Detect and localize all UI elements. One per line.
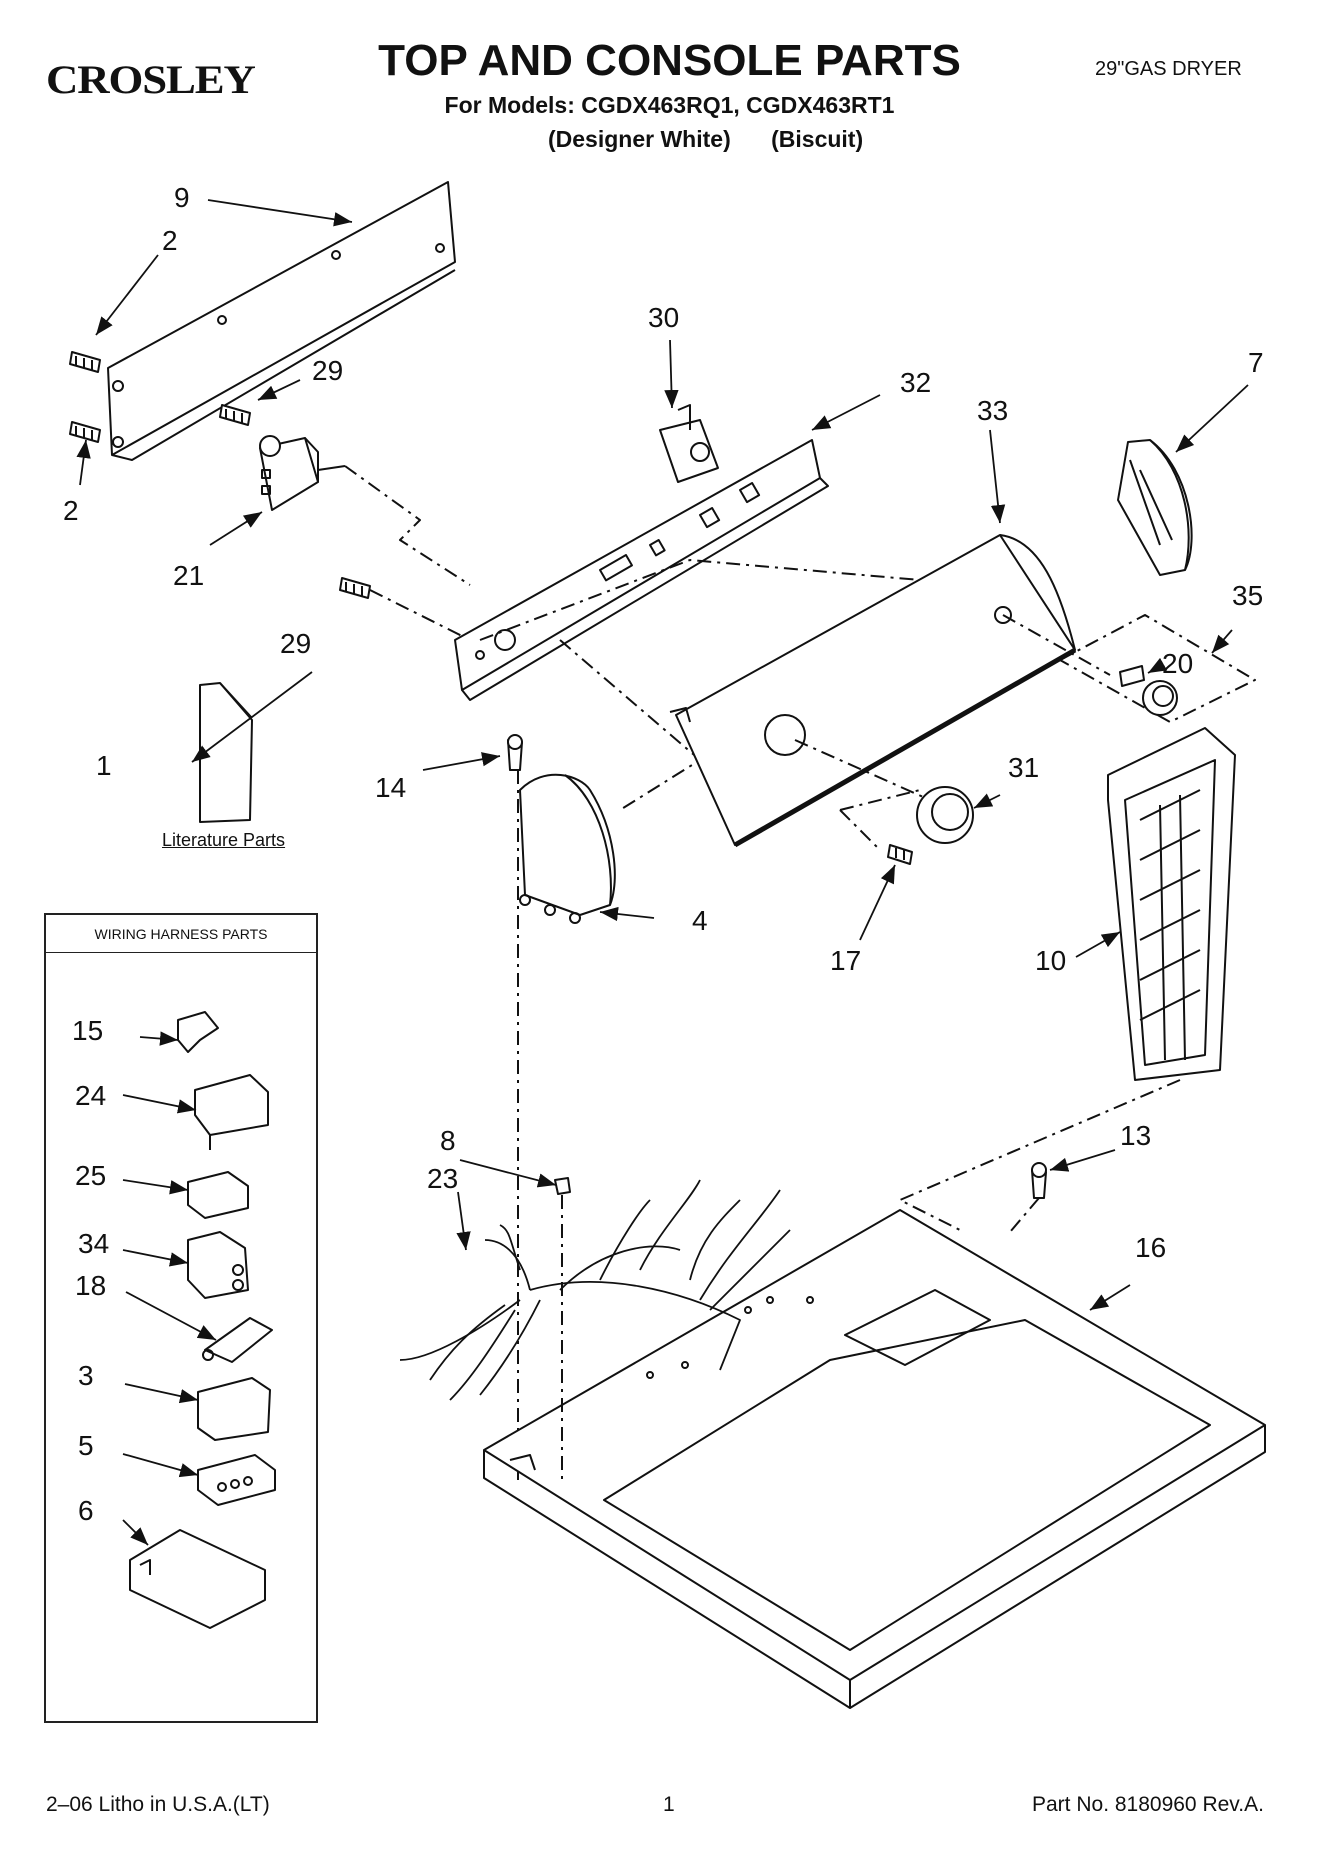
callout-29-lower: 29	[280, 628, 312, 659]
wiring-harness	[399, 1179, 791, 1401]
timer-switch	[259, 435, 346, 511]
lint-screen	[1107, 727, 1236, 1081]
variant-designer-white: (Designer White)	[548, 126, 731, 152]
leader-21	[344, 465, 471, 586]
harness-clip	[554, 1177, 571, 1195]
callout-32: 32	[900, 367, 932, 398]
callout-4: 4	[692, 905, 708, 936]
color-variants: (Designer White) (Biscuit)	[548, 126, 897, 153]
screw-14	[507, 734, 523, 771]
callout-14: 14	[375, 772, 407, 803]
screw-2-bottom	[69, 421, 101, 443]
end-cap-right	[1117, 439, 1193, 576]
push-to-start-switch	[659, 404, 719, 483]
callout-2-bottom: 2	[63, 495, 79, 526]
part-18-terminal	[202, 1317, 273, 1363]
part-34-connector	[187, 1231, 249, 1299]
part-number: Part No. 8180960 Rev.A.	[1032, 1793, 1264, 1816]
end-cap-left	[519, 773, 616, 924]
callout-30: 30	[648, 302, 680, 333]
model-line: For Models: CGDX463RQ1, CGDX463RT1	[444, 92, 895, 118]
callout-16: 16	[1135, 1232, 1167, 1263]
literature-parts-label: Literature Parts	[162, 830, 286, 850]
knob-35	[1142, 680, 1178, 716]
brand-logo: CROSLEY	[46, 57, 256, 102]
console-panel	[669, 534, 1077, 848]
callout-25: 25	[75, 1160, 107, 1191]
screw-13	[1031, 1162, 1047, 1199]
callout-35: 35	[1232, 580, 1264, 611]
screw-29-upper	[219, 404, 251, 426]
callout-1: 1	[96, 750, 112, 781]
callout-7: 7	[1248, 347, 1264, 378]
wiring-harness-box-title: WIRING HARNESS PARTS	[46, 915, 316, 953]
callout-8: 8	[440, 1125, 456, 1156]
callout-18: 18	[75, 1270, 107, 1301]
callout-6: 6	[78, 1495, 94, 1526]
part-25-connector	[187, 1171, 249, 1219]
dryer-top-panel	[483, 1209, 1266, 1709]
litho-note: 2–06 Litho in U.S.A.(LT)	[46, 1793, 270, 1816]
screw-17	[887, 844, 913, 865]
callout-15: 15	[72, 1015, 104, 1046]
page-number: 1	[663, 1793, 675, 1816]
callout-3: 3	[78, 1360, 94, 1391]
part-3-connector	[197, 1377, 271, 1441]
variant-biscuit: (Biscuit)	[771, 126, 864, 152]
callout-9: 9	[174, 182, 190, 213]
screw-29-lower	[339, 577, 371, 599]
callout-20: 20	[1162, 648, 1194, 679]
screw-2-top	[69, 351, 101, 373]
callout-34: 34	[78, 1228, 110, 1259]
callout-24: 24	[75, 1080, 107, 1111]
callout-21: 21	[173, 560, 205, 591]
callout-29-upper: 29	[312, 355, 344, 386]
page-title: TOP AND CONSOLE PARTS	[378, 36, 961, 85]
callout-17: 17	[830, 945, 862, 976]
wiring-harness-box	[44, 913, 318, 1723]
callout-13: 13	[1120, 1120, 1152, 1151]
part-6-connector-block	[129, 1529, 266, 1629]
part-5-connector	[197, 1454, 276, 1506]
callout-5: 5	[78, 1430, 94, 1461]
control-panel-bracket	[454, 439, 829, 701]
part-24-connector	[194, 1074, 269, 1150]
literature-packet	[199, 682, 253, 823]
callout-2-top: 2	[162, 225, 178, 256]
console-back-panel	[107, 181, 456, 461]
callout-33: 33	[977, 395, 1009, 426]
callout-10: 10	[1035, 945, 1067, 976]
indicator-20	[1119, 665, 1145, 687]
product-type: 29"GAS DRYER	[1095, 58, 1242, 80]
knob-kit-outline	[1059, 614, 1256, 723]
callout-23: 23	[427, 1163, 459, 1194]
control-knob	[916, 786, 974, 844]
callout-31: 31	[1008, 752, 1040, 783]
